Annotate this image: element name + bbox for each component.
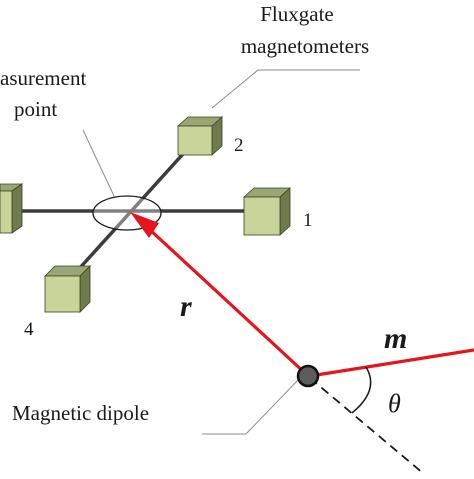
measurement-leader bbox=[82, 129, 115, 197]
sensor-cube-4 bbox=[44, 265, 91, 313]
sensor-4-label: 4 bbox=[24, 319, 34, 340]
sensor-cube-2 bbox=[176, 116, 224, 156]
sensor-2-label: 2 bbox=[234, 135, 244, 156]
magnetic-dipole-marker bbox=[296, 364, 320, 388]
vector-m bbox=[309, 348, 474, 378]
cube-4-front bbox=[44, 275, 81, 313]
fluxgate-label-line2: magnetometers bbox=[241, 34, 369, 58]
arm-diagonal bbox=[76, 142, 194, 272]
angle-theta-label: θ bbox=[388, 389, 401, 418]
vector-r-label: r bbox=[180, 290, 192, 323]
sensor-cube-3 bbox=[0, 183, 24, 234]
measurement-label-line2: point bbox=[14, 97, 57, 121]
vector-r-shaft bbox=[146, 226, 308, 376]
sensor-1-label: 1 bbox=[303, 210, 313, 231]
cube-3-front bbox=[0, 190, 13, 234]
dipole-leader bbox=[202, 377, 301, 435]
reference-dashed-line bbox=[309, 377, 425, 475]
vector-r-arrowhead bbox=[130, 212, 159, 238]
sensor-cube-1 bbox=[242, 187, 292, 236]
vector-m-label: m bbox=[384, 322, 407, 355]
fluxgate-leader bbox=[211, 69, 360, 109]
dipole-label: Magnetic dipole bbox=[12, 401, 149, 425]
leader-lines bbox=[82, 69, 360, 435]
cube-1-front bbox=[243, 196, 281, 236]
sensor-arms bbox=[20, 142, 246, 272]
cube-3-side bbox=[11, 183, 23, 234]
vector-r bbox=[130, 212, 308, 376]
cube-2-front bbox=[177, 125, 213, 156]
angle-arc bbox=[351, 366, 372, 414]
measurement-label-line1: asurement bbox=[0, 66, 86, 90]
fluxgate-label-line1: Fluxgate bbox=[260, 2, 334, 26]
